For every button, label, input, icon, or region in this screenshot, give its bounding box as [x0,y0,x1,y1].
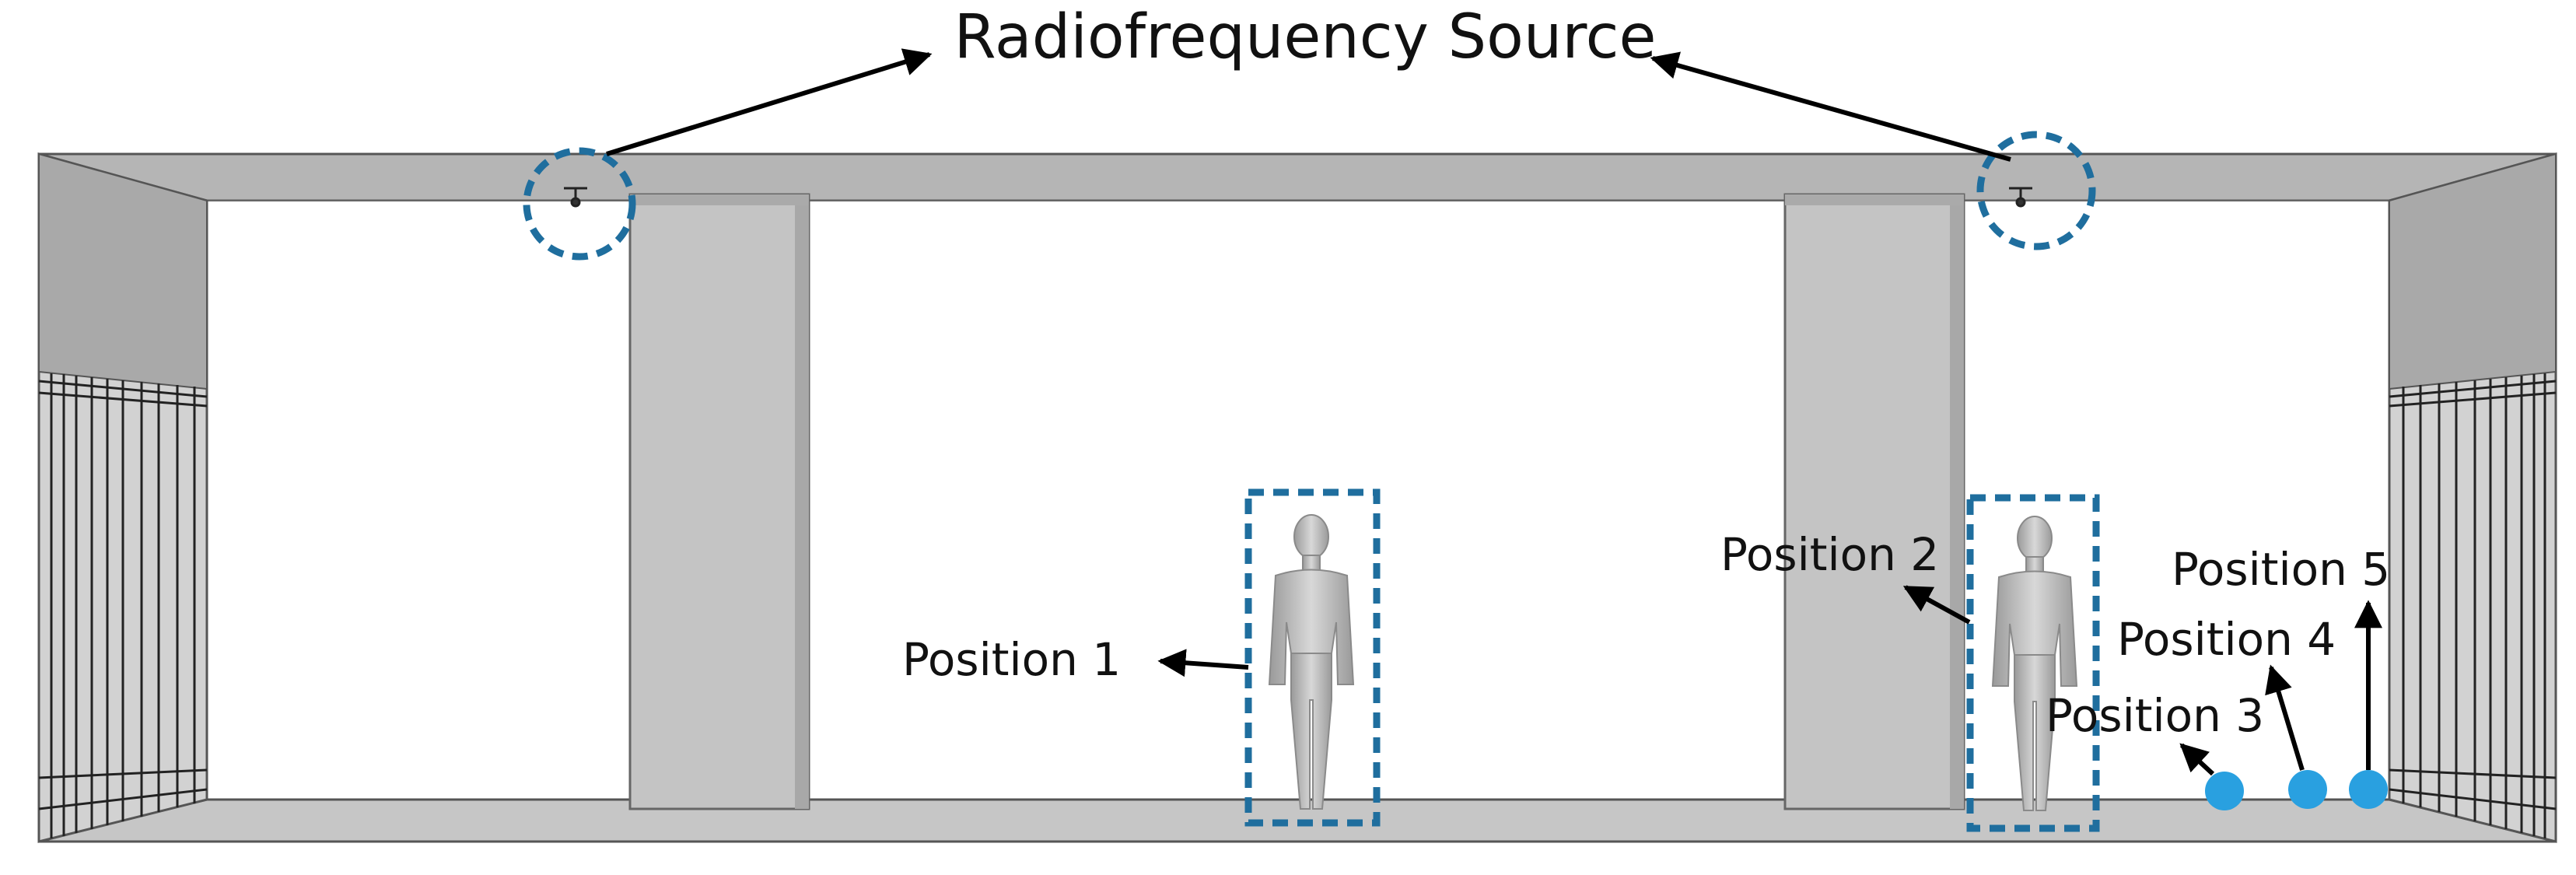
position-2-label: Position 2 [1720,528,1939,581]
position-4-dot [2288,770,2327,809]
position-5-dot [2349,770,2388,809]
column-right [1783,193,1965,810]
phantom-highlight-box [1244,488,1381,827]
position-5-label: Position 5 [2172,543,2390,596]
right-wall-grille [2389,373,2557,838]
position-3-label: Position 3 [2046,689,2264,742]
source-highlight-circle [1976,131,2096,250]
antenna-icon [564,187,587,208]
position-1-arrow [1157,649,1249,677]
position-2-arrow [1902,585,1971,625]
human-phantom-1 [1244,488,1381,827]
left-wall-grille [38,373,208,838]
title-arrow-left [606,48,933,156]
diagram-title: Radiofrequency Source [954,2,1656,72]
position-4-label: Position 4 [2117,613,2336,666]
source-highlight-circle [523,147,636,261]
rf-source-left [523,147,636,261]
phantom-highlight-box [1966,494,2100,832]
position-4-arrow [2265,664,2305,771]
title-arrow-right [1650,51,2011,162]
right-wall-upper [2389,152,2557,390]
position-1-label: Position 1 [902,633,1121,686]
column-left [628,193,810,810]
antenna-icon [2009,187,2032,208]
position-3-dot [2205,772,2244,810]
left-wall-upper [38,152,208,390]
ceiling [38,152,2557,202]
human-phantom-2 [1966,494,2100,832]
position-3-arrow [2179,743,2215,776]
rf-source-right [1976,131,2096,250]
